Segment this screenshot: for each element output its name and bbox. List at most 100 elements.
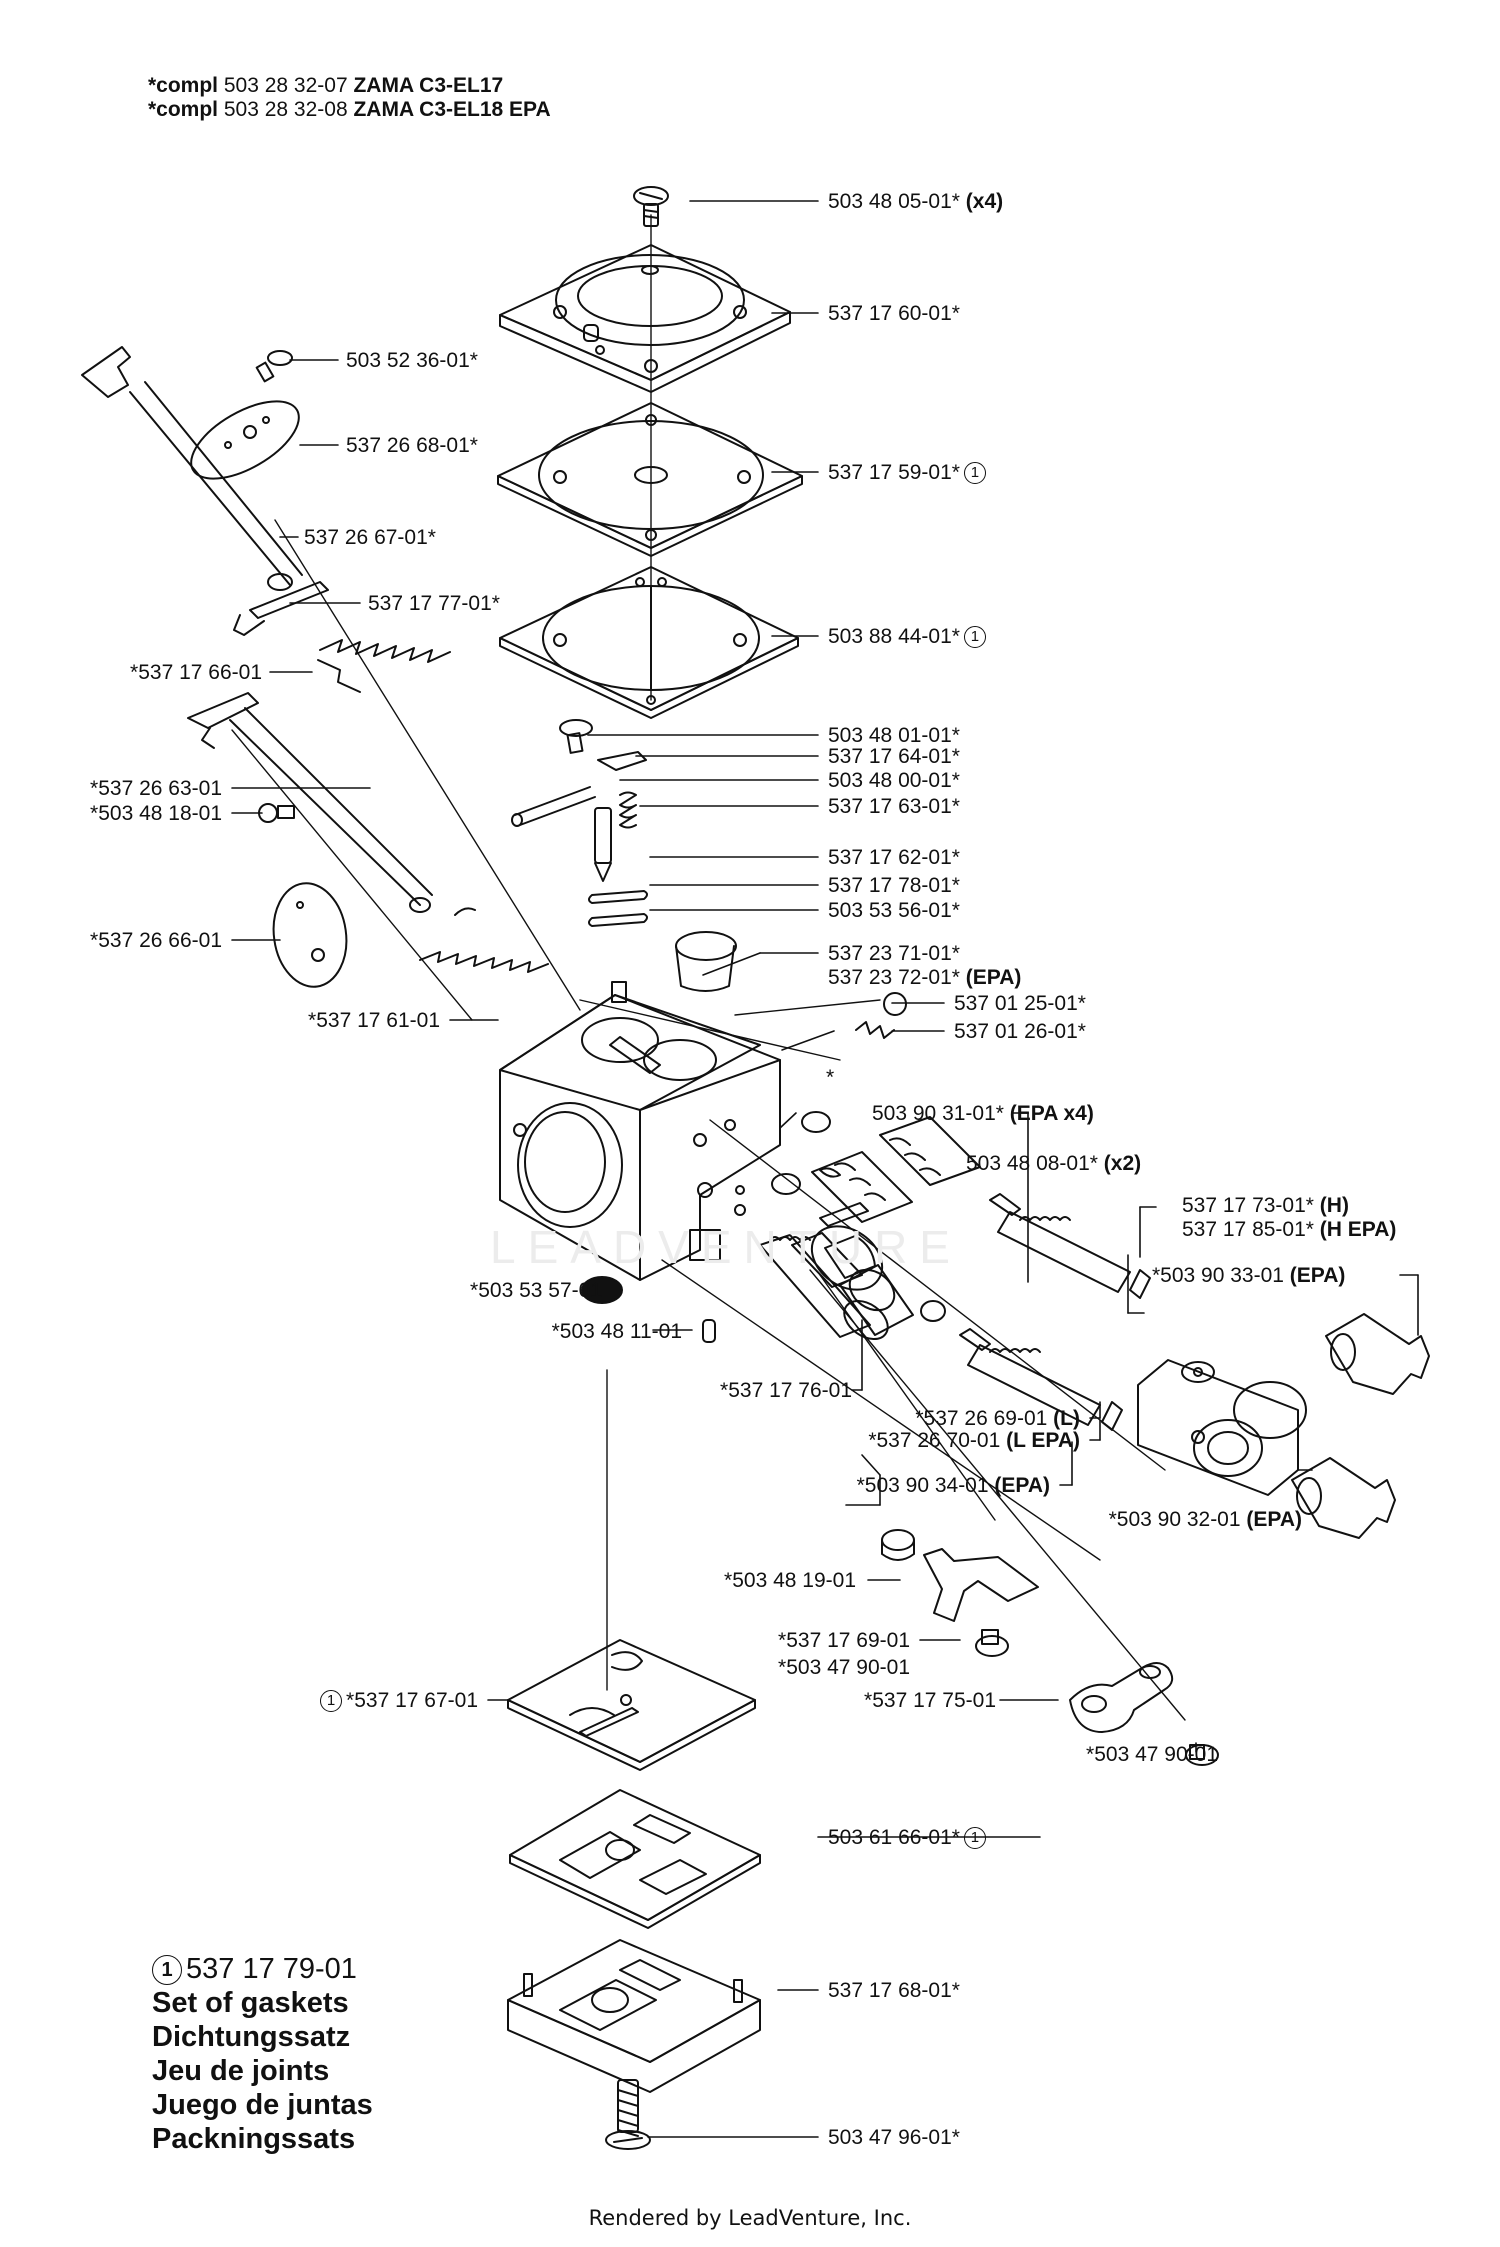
adjustment-needles-group bbox=[771, 1111, 1151, 1431]
part-number: *503 90 34-01 bbox=[856, 1474, 989, 1497]
part-number: *537 26 69-01 bbox=[915, 1407, 1048, 1430]
metering-gasket-shape bbox=[509, 1789, 761, 1929]
part-number: *537 17 61-01 bbox=[308, 1009, 440, 1032]
part-label: *503 90 32-01 (EPA) bbox=[1109, 1508, 1302, 1532]
header-line-1: *compl 503 28 32-07 ZAMA C3-EL17 bbox=[148, 74, 503, 98]
header-number: 503 28 32-07 bbox=[218, 74, 354, 97]
part-label: 537 01 26-01* bbox=[954, 1020, 1086, 1044]
kit-desc-fr: Jeu de joints bbox=[152, 2055, 330, 2087]
carburetor-body-shape bbox=[499, 981, 781, 1281]
part-number: 537 01 25-01* bbox=[954, 992, 1086, 1015]
part-number: *503 47 90-01 bbox=[1086, 1743, 1218, 1766]
part-number: *537 26 70-01 bbox=[868, 1429, 1001, 1452]
part-number: *537 26 63-01 bbox=[90, 777, 222, 800]
pump-gasket-shape bbox=[499, 566, 799, 719]
part-number: *537 26 66-01 bbox=[90, 929, 222, 952]
part-label: *537 26 63-01 bbox=[90, 777, 222, 801]
part-number: 537 17 64-01* bbox=[828, 745, 960, 768]
part-variant: (L) bbox=[1053, 1407, 1080, 1430]
header-line-2: *compl 503 28 32-08 ZAMA C3-EL18 EPA bbox=[148, 98, 551, 122]
pump-diaphragm-shape bbox=[497, 402, 803, 557]
footer-credit: Rendered by LeadVenture, Inc. bbox=[588, 2206, 912, 2230]
header-number: 503 28 32-08 bbox=[218, 98, 354, 121]
part-label: 537 23 71-01* bbox=[828, 942, 960, 966]
bottom-screw-shape bbox=[605, 2079, 651, 2150]
part-number: 537 17 62-01* bbox=[828, 846, 960, 869]
part-variant: (EPA) bbox=[1289, 1264, 1346, 1287]
part-number: 503 48 05-01* bbox=[828, 190, 960, 213]
kit-desc-sv: Packningssats bbox=[152, 2123, 356, 2155]
metering-diaphragm-shape bbox=[507, 1639, 756, 1771]
part-number: 537 23 72-01* bbox=[828, 966, 960, 989]
part-number: *537 17 76-01 bbox=[720, 1379, 852, 1402]
choke-spring-shape bbox=[419, 907, 549, 973]
part-number: *503 48 11-01 bbox=[551, 1320, 682, 1343]
part-label: 537 17 63-01* bbox=[828, 795, 960, 819]
part-label: 537 23 72-01* (EPA) bbox=[828, 966, 1021, 990]
part-label: *503 48 19-01 bbox=[724, 1569, 856, 1593]
part-variant: (EPA) bbox=[965, 966, 1022, 989]
part-label: *503 90 33-01 (EPA) bbox=[1152, 1264, 1345, 1288]
part-label: 503 48 00-01* bbox=[828, 769, 960, 793]
part-label: * bbox=[826, 1066, 834, 1090]
part-label: 537 17 60-01* bbox=[828, 302, 960, 326]
pump-cover-shape bbox=[499, 244, 791, 393]
part-number: 503 53 56-01* bbox=[828, 899, 960, 922]
part-number: *537 17 75-01 bbox=[864, 1689, 996, 1712]
choke-shaft-shape bbox=[187, 692, 433, 988]
gasket-kit-marker: 1 bbox=[963, 626, 986, 649]
part-label: *537 26 70-01 (L EPA) bbox=[868, 1429, 1080, 1453]
link-plate-shapes bbox=[1069, 1662, 1219, 1766]
kit-number: 537 17 79-01 bbox=[186, 1953, 357, 1985]
part-label: *537 17 61-01 bbox=[308, 1009, 440, 1033]
part-number: 537 17 78-01* bbox=[828, 874, 960, 897]
part-label: 503 48 01-01* bbox=[828, 724, 960, 748]
lever-shapes bbox=[881, 1529, 1039, 1657]
part-label: 537 17 77-01* bbox=[368, 592, 500, 616]
throttle-spring-shape bbox=[317, 639, 451, 693]
part-number: *503 48 19-01 bbox=[724, 1569, 856, 1592]
part-label: *503 90 34-01 (EPA) bbox=[857, 1474, 1050, 1498]
part-label: *503 48 18-01 bbox=[90, 802, 222, 826]
part-number: 537 23 71-01* bbox=[828, 942, 960, 965]
part-number: *503 47 90-01 bbox=[778, 1656, 910, 1679]
header-prefix: *compl bbox=[148, 74, 219, 97]
part-label: 537 17 59-01*1 bbox=[828, 461, 986, 485]
part-number: 503 88 44-01* bbox=[828, 625, 960, 648]
part-number: 537 01 26-01* bbox=[954, 1020, 1086, 1043]
part-label: 537 17 62-01* bbox=[828, 846, 960, 870]
part-number: 537 17 59-01* bbox=[828, 461, 960, 484]
part-variant: (L EPA) bbox=[1006, 1429, 1080, 1452]
part-label: *503 48 11-01 bbox=[552, 1320, 682, 1344]
part-number: * bbox=[826, 1066, 835, 1089]
part-number: *503 90 33-01 bbox=[1152, 1264, 1284, 1287]
part-number: 537 17 60-01* bbox=[828, 302, 960, 325]
part-label: 537 17 64-01* bbox=[828, 745, 960, 769]
part-number: 537 26 68-01* bbox=[346, 434, 478, 457]
leader-lines bbox=[231, 200, 1419, 2138]
part-number: 503 48 08-01* bbox=[966, 1152, 1098, 1175]
kit-desc-en: Set of gaskets bbox=[152, 1987, 349, 2019]
part-variant: (H) bbox=[1319, 1194, 1349, 1217]
part-variant: (H EPA) bbox=[1319, 1218, 1397, 1241]
part-number: 537 17 63-01* bbox=[828, 795, 960, 818]
choke-actuator-shape bbox=[675, 931, 737, 992]
welch-plug-shape bbox=[581, 1276, 716, 1343]
part-number: 537 17 77-01* bbox=[368, 592, 500, 615]
part-label: 503 61 66-01*1 bbox=[828, 1826, 986, 1850]
part-label: *537 26 69-01 (L) bbox=[915, 1407, 1080, 1431]
header-model: ZAMA C3-EL18 EPA bbox=[353, 98, 551, 121]
part-label: *503 47 90-01 bbox=[778, 1656, 910, 1680]
part-label: 503 88 44-01*1 bbox=[828, 625, 986, 649]
part-label: 503 52 36-01* bbox=[346, 349, 478, 373]
part-number: 503 47 96-01* bbox=[828, 2126, 960, 2149]
header-prefix: *compl bbox=[148, 98, 219, 121]
part-label: 537 26 68-01* bbox=[346, 434, 478, 458]
part-label: 503 47 96-01* bbox=[828, 2126, 960, 2150]
part-number: *537 17 66-01 bbox=[130, 661, 262, 684]
gasket-kit-marker: 1 bbox=[320, 1690, 343, 1713]
part-label: *503 53 57-01 bbox=[470, 1279, 602, 1303]
part-label: 503 53 56-01* bbox=[828, 899, 960, 923]
part-number: 503 48 01-01* bbox=[828, 724, 960, 747]
